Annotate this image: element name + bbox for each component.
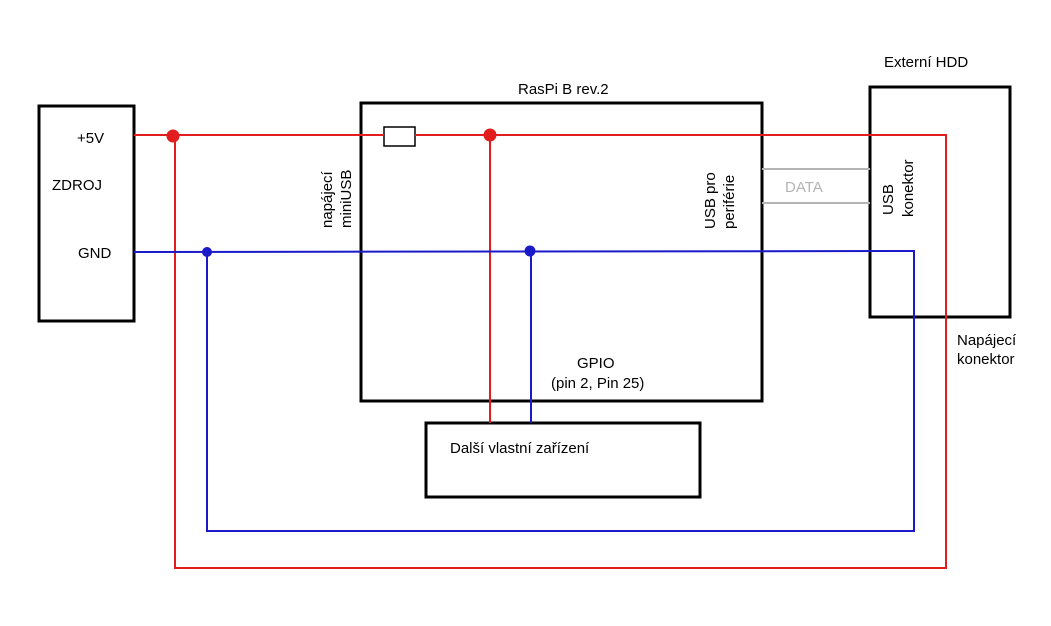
hdd-power-label-line2: konektor bbox=[957, 351, 1015, 368]
raspi-usb-label: USB pro periférie bbox=[702, 172, 738, 229]
power-junction-left bbox=[166, 129, 180, 143]
hdd-usb-line1: USB bbox=[880, 184, 897, 215]
power-junction-raspi bbox=[483, 128, 497, 142]
raspi-title: RasPi B rev.2 bbox=[518, 81, 609, 98]
hdd-power-label-line1: Napájecí bbox=[957, 332, 1017, 349]
device-label: Další vlastní zařízení bbox=[450, 440, 590, 457]
fuse-symbol bbox=[383, 126, 416, 147]
raspi-usb-line2: periférie bbox=[721, 175, 738, 229]
raspi-usb-line1: USB pro bbox=[702, 172, 719, 229]
power-supply-name: ZDROJ bbox=[52, 177, 102, 194]
raspi-power-input-line1: napájecí bbox=[319, 170, 336, 228]
power-supply-box bbox=[37, 104, 136, 323]
gpio-label-line2: (pin 2, Pin 25) bbox=[551, 375, 644, 392]
plus-5v-label: +5V bbox=[77, 130, 104, 147]
gpio-label-line1: GPIO bbox=[577, 355, 615, 372]
data-label: DATA bbox=[785, 179, 823, 196]
hdd-usb-connector-label: USB konektor bbox=[880, 159, 917, 217]
gnd-label: GND bbox=[78, 245, 112, 262]
raspi-power-input-line2: miniUSB bbox=[338, 170, 355, 228]
hdd-title: Externí HDD bbox=[884, 54, 968, 71]
power-wire-through-raspi bbox=[174, 134, 947, 569]
ground-junction-left bbox=[202, 247, 212, 257]
device-box bbox=[424, 421, 702, 499]
raspi-power-input-label: napájecí miniUSB bbox=[319, 170, 355, 228]
hdd-usb-line2: konektor bbox=[900, 159, 917, 217]
ground-wire-main bbox=[133, 249, 915, 532]
ground-junction-raspi bbox=[524, 245, 536, 257]
